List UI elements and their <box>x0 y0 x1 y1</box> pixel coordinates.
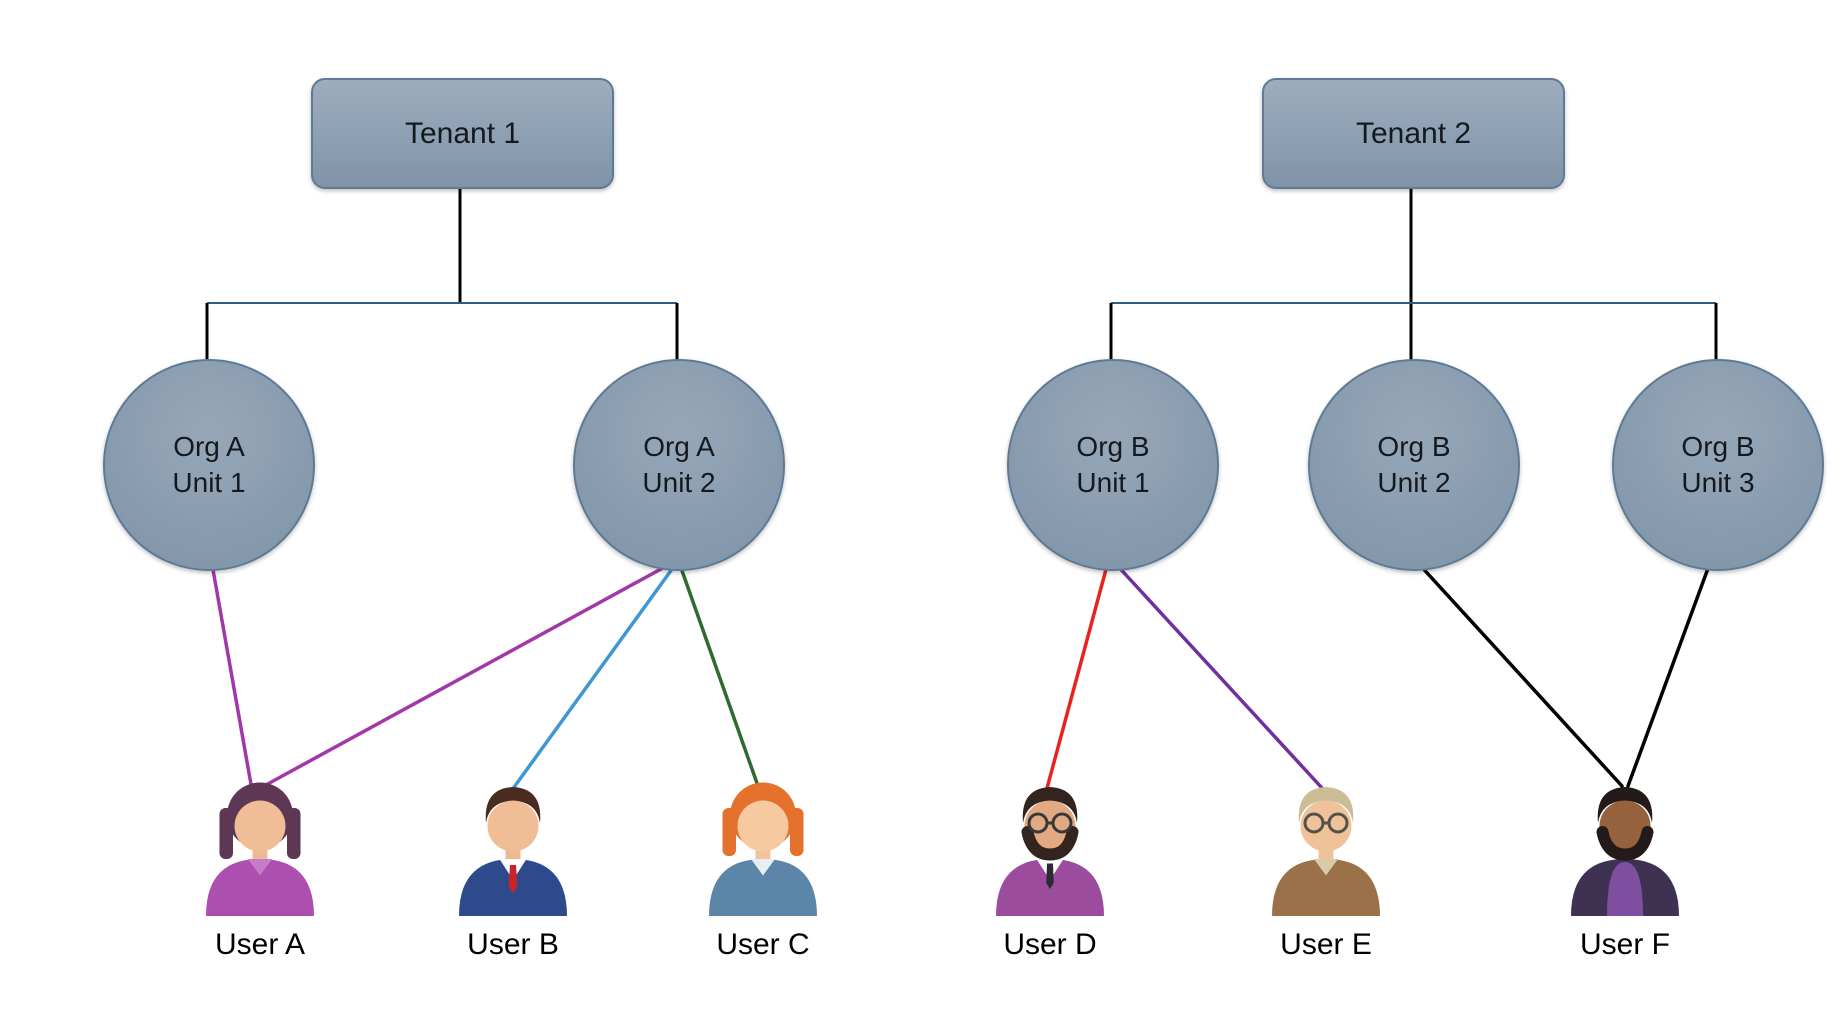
org-b-unit-1-label-line2: Unit 1 <box>1076 467 1150 498</box>
user-b-label: User B <box>467 928 559 961</box>
tenant-1-node: Tenant 1 <box>311 78 614 189</box>
user-c-figure: User C <box>663 766 863 962</box>
edge-org-a-unit-2-to-user-a <box>262 561 674 788</box>
org-b-unit-2-label-line1: Org B <box>1377 430 1451 462</box>
user-f-avatar <box>1571 787 1679 916</box>
user-d-avatar <box>996 787 1104 916</box>
org-b-unit-3-node: Org B Unit 3 <box>1612 359 1824 571</box>
edge-org-b-unit-1-to-user-d <box>1044 560 1110 794</box>
user-a-label: User A <box>214 928 306 961</box>
org-a-unit-2-label-line1: Org A <box>643 430 715 462</box>
tenant-2-label: Tenant 2 <box>1355 116 1472 150</box>
org-a-unit-2-node: Org A Unit 2 <box>573 359 785 571</box>
org-b-unit-3-label-line1: Org B <box>1681 430 1755 462</box>
user-d-figure: User D <box>950 766 1150 962</box>
org-b-unit-2-label-line2: Unit 2 <box>1377 467 1451 498</box>
org-a-unit-1-label-line1: Org A <box>173 430 245 462</box>
org-a-unit-2-label-line2: Unit 2 <box>642 467 716 498</box>
edge-org-b-unit-1-to-user-e <box>1112 560 1324 790</box>
org-b-unit-3-label-line2: Unit 3 <box>1681 467 1755 498</box>
edge-org-a-unit-2-to-user-b <box>510 563 677 792</box>
org-b-unit-2-node: Org B Unit 2 <box>1308 359 1520 571</box>
user-e-label: User E <box>1280 928 1372 961</box>
org-a-unit-1-label-line2: Unit 1 <box>172 467 246 498</box>
edge-org-b-unit-3-to-user-f <box>1626 561 1712 788</box>
user-a-figure: User A <box>160 766 360 962</box>
tenant-1-label: Tenant 1 <box>404 116 521 150</box>
user-b-avatar <box>459 787 567 916</box>
org-a-unit-1-node: Org A Unit 1 <box>103 359 315 571</box>
org-b-unit-1-label-line1: Org B <box>1076 430 1150 462</box>
user-d-label: User D <box>1003 928 1097 961</box>
user-b-figure: User B <box>413 766 613 962</box>
edge-org-a-unit-1-to-user-a <box>210 562 254 792</box>
user-f-label: User F <box>1580 928 1670 961</box>
user-c-label: User C <box>716 928 810 961</box>
org-b-unit-1-node: Org B Unit 1 <box>1007 359 1219 571</box>
user-e-figure: User E <box>1226 766 1426 962</box>
tenant-2-node: Tenant 2 <box>1262 78 1565 189</box>
user-f-figure: User F <box>1525 766 1725 962</box>
user-c-avatar <box>709 782 817 916</box>
edge-org-b-unit-2-to-user-f <box>1416 561 1624 788</box>
user-e-avatar <box>1272 787 1380 916</box>
edge-org-a-unit-2-to-user-c <box>678 563 760 788</box>
user-a-avatar <box>206 782 314 916</box>
